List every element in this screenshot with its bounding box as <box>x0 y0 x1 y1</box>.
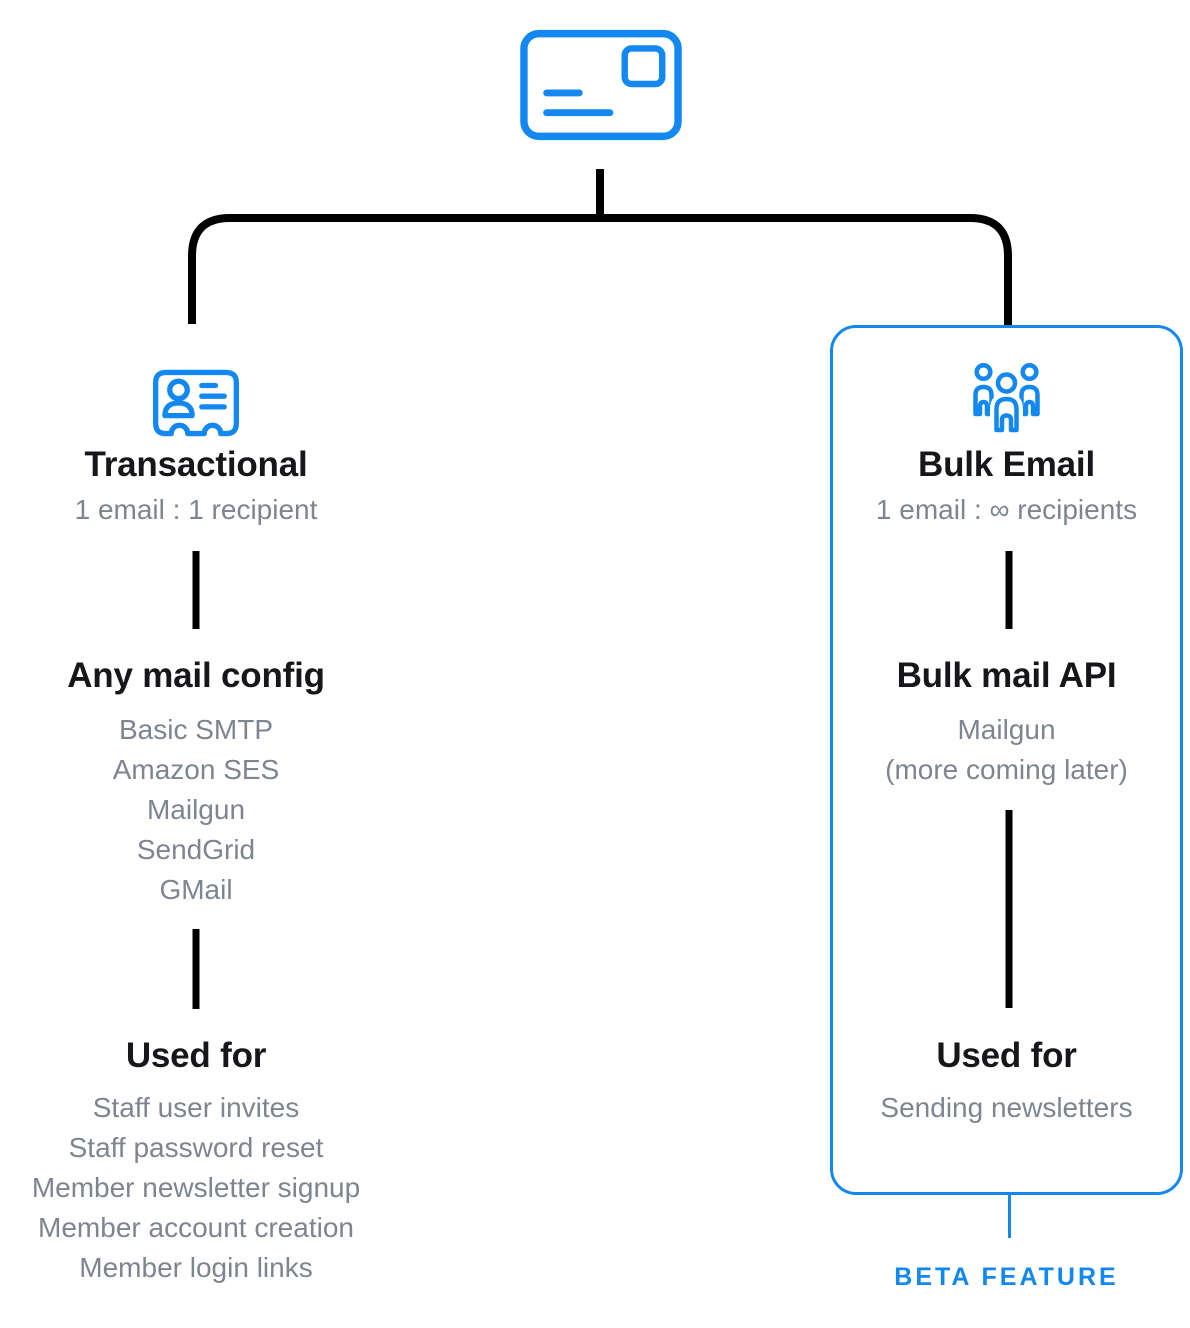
right-config-heading: Bulk mail API <box>896 656 1117 695</box>
right-title: Bulk Email <box>918 445 1095 484</box>
right-config-list: Mailgun (more coming later) <box>830 710 1183 790</box>
email-card-icon <box>520 29 682 141</box>
list-item: Member newsletter signup <box>31 1172 361 1203</box>
list-item: Staff password reset <box>68 1132 324 1163</box>
branch-line <box>188 214 1012 327</box>
left-title: Transactional <box>84 445 308 484</box>
list-item: Member account creation <box>38 1212 354 1243</box>
contact-card-icon <box>152 369 240 437</box>
right-used-for-list: Sending newsletters <box>830 1088 1183 1128</box>
list-item: Staff user invites <box>92 1092 300 1123</box>
list-item: Basic SMTP <box>118 714 274 745</box>
list-item: (more coming later) <box>885 754 1128 785</box>
list-item: Mailgun <box>146 794 246 825</box>
list-item: Mailgun <box>957 714 1056 745</box>
list-item: GMail <box>159 874 233 905</box>
list-item: Amazon SES <box>112 754 280 785</box>
beta-feature-box <box>830 325 1183 1195</box>
left-config-heading: Any mail config <box>67 656 325 695</box>
right-subtitle: 1 email : ∞ recipients <box>875 494 1138 525</box>
list-item: Member login links <box>79 1252 313 1283</box>
list-item: SendGrid <box>136 834 256 865</box>
group-people-icon <box>971 361 1042 433</box>
left-subtitle: 1 email : 1 recipient <box>74 494 318 525</box>
beta-feature-badge: BETA FEATURE <box>894 1263 1119 1291</box>
left-used-for-heading: Used for <box>125 1036 267 1075</box>
right-used-for-heading: Used for <box>936 1036 1077 1075</box>
list-item: Sending newsletters <box>880 1092 1133 1123</box>
beta-connector-line <box>1008 1195 1011 1238</box>
